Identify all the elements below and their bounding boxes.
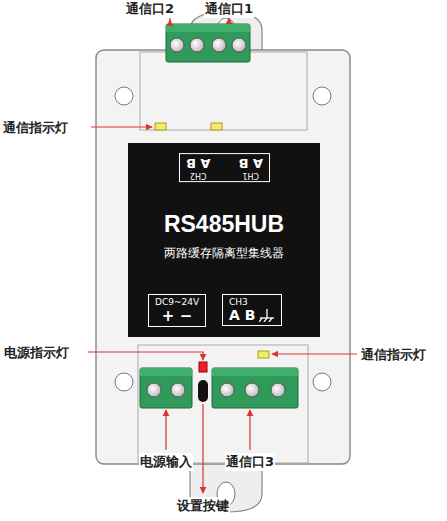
- callout-label: 通信指示灯: [360, 346, 427, 364]
- pin-names: A B: [238, 156, 263, 170]
- callout-label: 通信指示灯: [2, 119, 69, 137]
- channel-name: CH2: [189, 170, 206, 179]
- product-name: RS485HUB: [128, 211, 320, 238]
- channel-group: CH2A B: [186, 156, 211, 179]
- channel-name: CH3: [229, 297, 275, 308]
- marking-box: CH3A B: [222, 294, 282, 326]
- marking-box: CH1A BCH2A B: [179, 153, 270, 182]
- callout-label: 电源指示灯: [3, 344, 70, 362]
- pin-row: A B: [229, 308, 275, 323]
- channel-name: CH1: [242, 170, 259, 179]
- channel-group: CH1A B: [238, 156, 263, 179]
- ground-symbol: [259, 308, 275, 322]
- label-panel: RS485HUB两路缓存隔离型集线器CH1A BCH2A BDC9~24V+ −…: [128, 143, 320, 337]
- marking-box: DC9~24V+ −: [148, 294, 206, 327]
- callout-label: 通信口2: [125, 0, 175, 18]
- pin-names: A B: [229, 308, 255, 323]
- product-subtitle: 两路缓存隔离型集线器: [128, 245, 320, 262]
- polarity-marks: + −: [155, 308, 199, 325]
- callout-label: 电源输入: [139, 453, 193, 471]
- callout-label: 通信口3: [225, 453, 275, 471]
- voltage-rating: DC9~24V: [155, 297, 199, 308]
- callout-label: 设置按键: [176, 497, 230, 515]
- callout-label: 通信口1: [204, 0, 254, 18]
- pin-names: A B: [186, 156, 211, 170]
